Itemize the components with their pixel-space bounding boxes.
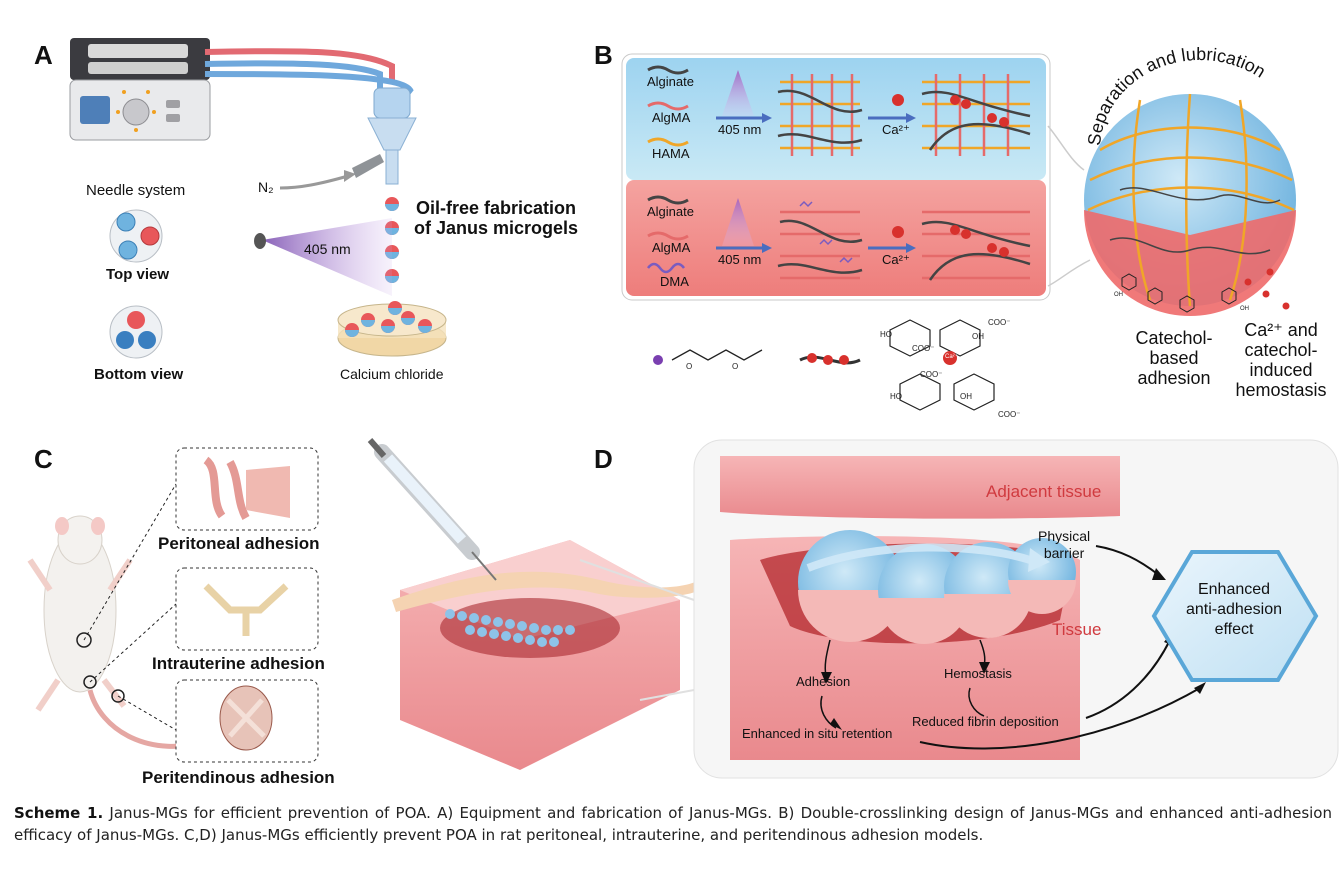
catechol-icons — [1121, 273, 1237, 313]
catechol-adhesion-label: Catechol- based adhesion — [1124, 328, 1224, 388]
panel-d — [579, 439, 1339, 779]
panel-letter-a: A — [34, 40, 53, 70]
panel-letter-d: D — [594, 444, 613, 474]
syringe-c — [367, 438, 497, 581]
dma-dot — [653, 355, 663, 365]
panel-letter-b: B — [594, 40, 613, 70]
peritoneal-label: Peritoneal adhesion — [158, 534, 320, 553]
needle-system-label: Needle system — [86, 182, 186, 199]
alginate-structure — [889, 319, 995, 411]
chem-ho-1: HO — [880, 330, 892, 339]
syringe-pump — [69, 38, 211, 141]
adjacent-tissue-label: Adjacent tissue — [986, 482, 1102, 501]
calcium-ion-top: Ca²⁺ — [882, 122, 910, 137]
amc-structure — [671, 349, 763, 361]
n2-label: N₂ — [258, 179, 274, 195]
physical-line-2: barrier — [1043, 545, 1085, 561]
chem-oh-1: OH — [972, 332, 984, 341]
legend-alginate-bottom: Alginate — [647, 204, 694, 219]
effect-line-1: Enhanced — [1197, 581, 1271, 598]
needle-top-view — [109, 209, 163, 263]
legend-alginate-top: Alginate — [647, 74, 694, 89]
hemo-line-3: induced — [1249, 360, 1313, 380]
tissue-label: Tissue — [1052, 620, 1102, 639]
physical-barrier-label: Physical barrier — [1038, 528, 1090, 562]
oil-free-label-2: of Janus microgels — [414, 218, 579, 238]
intrauterine-label: Intrauterine adhesion — [152, 654, 325, 673]
hemostasis-label-b: Ca²⁺ and catechol- induced hemostasis — [1226, 320, 1336, 400]
panel-letter-c: C — [34, 444, 53, 474]
wavelength-label-b-top: 405 nm — [718, 122, 762, 137]
wavelength-label-b-bottom: 405 nm — [718, 252, 762, 267]
uv-beam — [262, 218, 392, 296]
panel-b: Separation and lubrication — [621, 44, 1296, 411]
effect-line-2: anti-adhesion — [1185, 601, 1283, 618]
hemo-line-4: hemostasis — [1235, 380, 1327, 400]
hemo-line-1: Ca²⁺ and — [1244, 320, 1318, 340]
caption-text: Janus-MGs for efficient prevention of PO… — [14, 804, 1332, 844]
legend-hama: HAMA — [652, 146, 690, 161]
n2-arrow — [279, 174, 349, 190]
red-tube — [204, 48, 395, 82]
chem-o-2: O — [732, 362, 739, 371]
caption-label: Scheme 1. — [14, 804, 104, 822]
catechol-line-2: based — [1149, 348, 1199, 368]
top-view-label: Top view — [106, 266, 170, 283]
effect-hexagon — [1151, 550, 1319, 682]
needle-funnel — [367, 87, 417, 185]
anti-adhesion-effect-label: Enhanced anti-adhesion effect — [1160, 580, 1308, 640]
chem-coo-4: COO⁻ — [920, 370, 943, 379]
effect-line-3: effect — [1214, 621, 1254, 638]
adjacent-tissue — [720, 456, 1120, 519]
needle-bottom-view — [109, 305, 163, 359]
bottom-view-label: Bottom view — [94, 366, 184, 383]
legend-algma-top: AlgMA — [652, 110, 691, 125]
catechol-line-3: adhesion — [1137, 368, 1211, 388]
network-dma — [777, 200, 863, 280]
wavelength-label-a: 405 nm — [304, 241, 351, 257]
legend-algma-bottom: AlgMA — [652, 240, 691, 255]
chem-coo-1: COO⁻ — [988, 318, 1011, 327]
peritendinous-label: Peritendinous adhesion — [142, 768, 335, 787]
chem-o-1: O — [686, 362, 693, 371]
network-hama — [777, 74, 863, 156]
figure-caption: Scheme 1. Janus-MGs for efficient preven… — [14, 802, 1332, 846]
janus-sphere — [1084, 93, 1296, 316]
panel-a: N₂ 405 nm — [69, 38, 447, 359]
catechol-oh-1: OH — [1114, 292, 1123, 298]
catechol-oh-2: OH — [1240, 306, 1249, 312]
panel-c — [27, 438, 700, 770]
petri-dish — [337, 301, 447, 357]
hemostasis-label: Hemostasis — [944, 666, 1012, 681]
chem-coo-2: COO⁻ — [912, 344, 935, 353]
network-hama-ca — [921, 74, 1031, 156]
rat-illustration — [27, 483, 211, 749]
calcium-ion-bottom: Ca²⁺ — [882, 252, 910, 267]
catechol-line-1: Catechol- — [1135, 328, 1213, 348]
legend-dma: DMA — [660, 274, 689, 289]
fibrin-label: Reduced fibrin deposition — [912, 714, 1059, 729]
blue-tube — [204, 60, 383, 90]
oil-free-label-1: Oil-free fabrication — [416, 198, 577, 218]
network-dma-ca — [921, 210, 1031, 281]
chem-ho-2: HO — [890, 392, 902, 401]
scheme-figure: N₂ 405 nm — [27, 38, 1339, 779]
physical-line-1: Physical — [1038, 528, 1091, 544]
chem-coo-3: COO⁻ — [998, 410, 1021, 419]
calcium-chloride-label: Calcium chloride — [340, 366, 444, 382]
tissue-block-c — [392, 540, 700, 770]
chem-oh-2: OH — [960, 392, 972, 401]
chem-ca-small: Ca²⁺ — [945, 354, 958, 360]
hemo-line-2: catechol- — [1244, 340, 1318, 360]
adhesion-label: Adhesion — [796, 674, 851, 689]
retention-label: Enhanced in situ retention — [742, 726, 893, 741]
